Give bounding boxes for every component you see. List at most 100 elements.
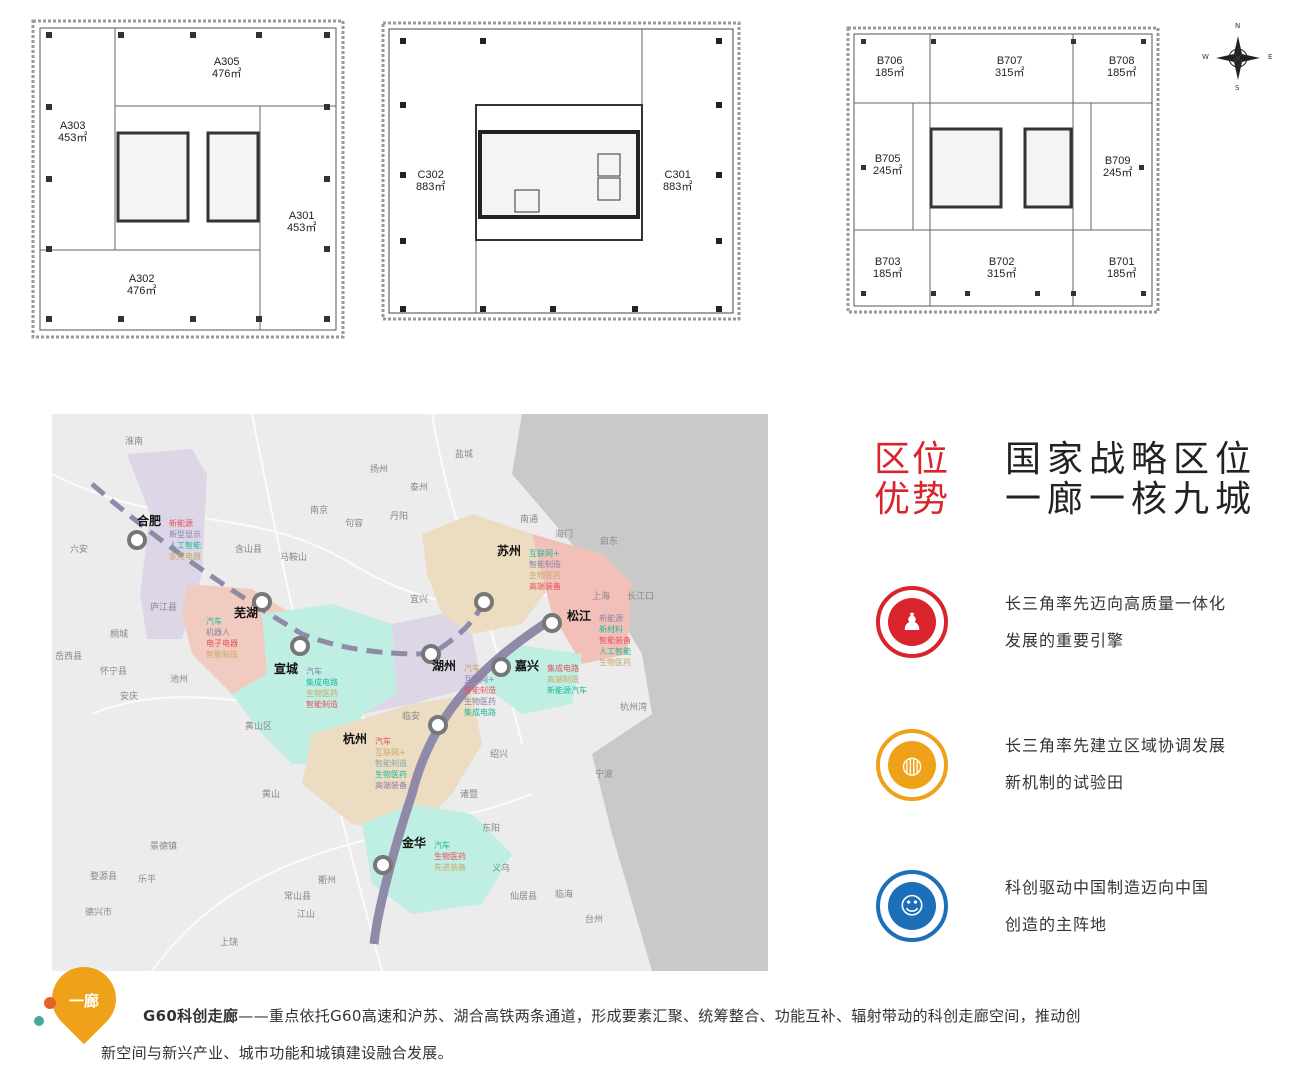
feature-text: 长三角率先建立区域协调发展新机制的试验田: [1005, 736, 1227, 792]
corridor-title: G60科创走廊: [143, 1007, 239, 1025]
place-label: 宜兴: [410, 595, 429, 605]
city-label: 金华: [402, 836, 427, 850]
compass-e: E: [1268, 53, 1273, 61]
place-label: 六安: [70, 545, 89, 555]
city-label: 湖州: [432, 659, 457, 673]
industry-label: 生物医药: [306, 689, 338, 698]
place-label: 临安: [402, 712, 421, 722]
city-label: 松江: [567, 609, 592, 623]
place-label: 池州: [170, 675, 189, 685]
compass-n: N: [1235, 22, 1241, 30]
industry-label: 互联网+: [529, 549, 560, 558]
industry-label: 电子电器: [206, 639, 238, 648]
industry-label: 高端装备: [529, 582, 561, 591]
people-icon: ♟: [876, 586, 948, 658]
city-label: 宣城: [274, 662, 299, 676]
place-label: 台州: [585, 915, 604, 925]
globe-icon: ◍: [876, 729, 948, 801]
industry-label: 集成电路: [547, 664, 579, 673]
place-label: 马鞍山: [280, 553, 308, 563]
industry-label: 汽车: [375, 737, 391, 746]
industry-label: 汽车: [434, 841, 450, 850]
industry-label: 新能源: [599, 614, 623, 623]
industry-label: 汽车: [464, 664, 480, 673]
industry-label: 生物医药: [464, 697, 496, 706]
place-label: 丹阳: [390, 512, 409, 522]
industry-label: 智能制造: [375, 759, 407, 768]
g60-corridor-map: 淮南盐城扬州泰州南京句容丹阳南通海门启东六安含山县马鞍山宜兴上海长江口庐江县桐城…: [52, 414, 768, 971]
place-label: 衢州: [318, 876, 337, 886]
place-label: 海门: [555, 530, 574, 540]
industry-label: 智能装备: [599, 636, 631, 645]
place-label: 仙居县: [510, 892, 538, 902]
place-label: 扬州: [370, 465, 389, 475]
place-label: 启东: [600, 537, 619, 547]
feature-text: 科创驱动中国制造迈向中国创造的主阵地: [1005, 878, 1210, 934]
feature-text: 长三角率先迈向高质量一体化发展的重要引擎: [1005, 594, 1227, 650]
city-label: 嘉兴: [515, 659, 540, 673]
place-label: 南京: [310, 506, 329, 516]
place-label: 德兴市: [85, 908, 113, 918]
place-label: 宁波: [595, 770, 614, 780]
industry-label: 集成电路: [464, 708, 496, 717]
place-label: 岳西县: [55, 652, 83, 662]
place-label: 绍兴: [490, 750, 509, 760]
place-label: 庐江县: [150, 603, 178, 613]
industry-label: 新能源: [169, 519, 193, 528]
city-label: 苏州: [497, 544, 522, 558]
place-label: 景德镇: [150, 842, 178, 852]
industry-label: 人工智能: [599, 647, 631, 656]
head-idea-icon: ☺: [876, 870, 948, 942]
place-label: 南通: [520, 515, 539, 525]
compass-w: W: [1202, 53, 1209, 61]
corridor-badge-label: 一廊: [68, 992, 99, 1010]
place-label: 含山县: [235, 545, 263, 555]
corridor-text: ——重点依托G60高速和沪苏、湖合高铁两条通道，形成要素汇聚、统筹整合、功能互补…: [238, 1007, 1081, 1025]
industry-label: 生物医药: [529, 571, 561, 580]
city-label: 杭州: [343, 732, 368, 746]
industry-label: 汽车: [306, 667, 322, 676]
place-label: 常山县: [284, 892, 312, 902]
industry-label: 家用电器: [169, 552, 201, 561]
city-label: 合肥: [137, 514, 162, 528]
industry-label: 互联网+: [375, 748, 406, 757]
decor-dot: [44, 997, 56, 1009]
place-label: 安庆: [120, 692, 139, 702]
industry-label: 人工智能: [169, 541, 201, 550]
place-label: 泰州: [410, 483, 429, 493]
industry-label: 生物医药: [434, 852, 466, 861]
headline-title: 国家战略区位一廊一核九城: [1005, 439, 1258, 520]
industry-label: 智能制造: [464, 686, 496, 695]
place-label: 黄山区: [245, 722, 273, 732]
industry-label: 新能源汽车: [547, 686, 587, 695]
decor-dot: [34, 1016, 44, 1026]
compass-icon: N S W E: [1198, 22, 1278, 92]
industry-label: 新材料: [599, 625, 623, 634]
industry-label: 生物医药: [375, 770, 407, 779]
industry-label: 集成电路: [306, 678, 338, 687]
industry-label: 汽车: [206, 617, 222, 626]
place-label: 盐城: [455, 450, 474, 460]
place-label: 杭州湾: [620, 703, 648, 713]
place-label: 临海: [555, 890, 574, 900]
industry-label: 机器人: [206, 628, 230, 637]
place-label: 婺源县: [90, 872, 118, 882]
industry-label: 高端装备: [375, 781, 407, 790]
industry-label: 智能制造: [206, 650, 238, 659]
place-label: 桐城: [110, 630, 129, 640]
place-label: 义乌: [492, 864, 511, 874]
place-label: 句容: [345, 519, 364, 529]
industry-label: 先进装备: [434, 863, 466, 872]
place-label: 上海: [592, 592, 611, 602]
